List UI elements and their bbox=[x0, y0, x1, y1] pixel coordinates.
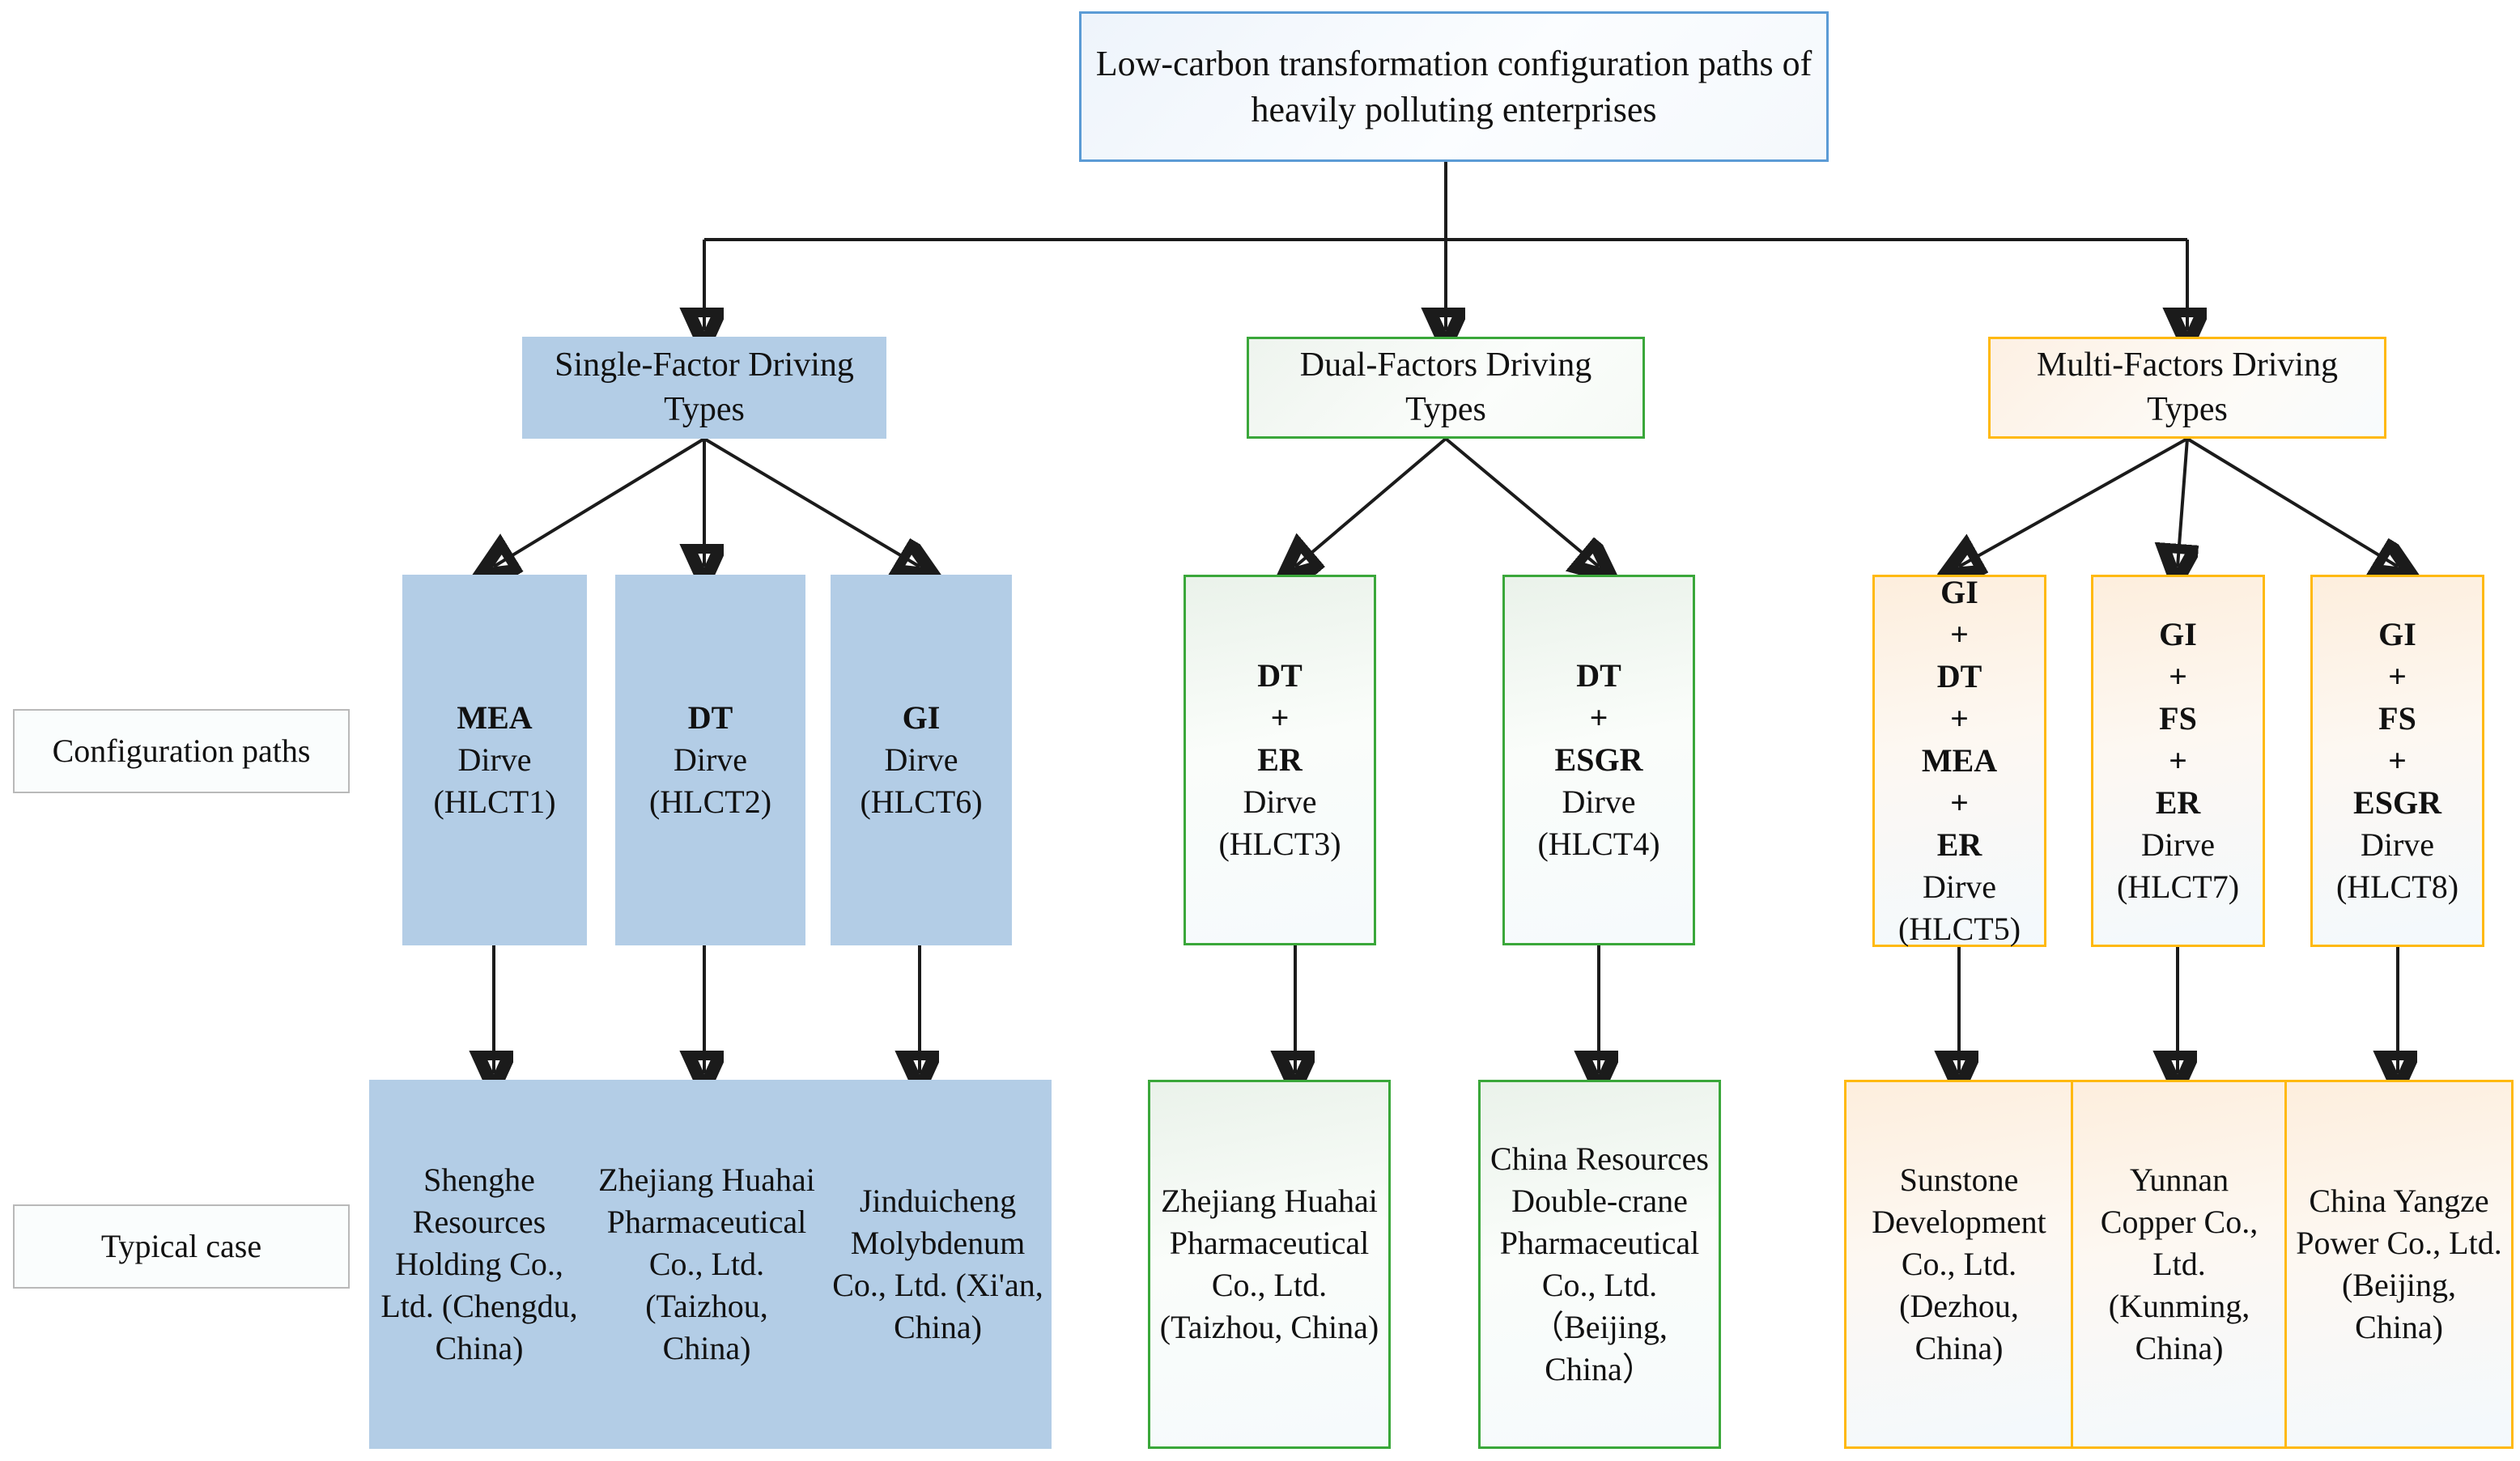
case-box-shenghe[interactable]: Shenghe Resources Holding Co., Ltd. (Che… bbox=[369, 1080, 589, 1449]
path-box-hlct1[interactable]: MEA Dirve (HLCT1) bbox=[402, 575, 587, 945]
path-box-hlct4-text: DT+ESGR Dirve (HLCT4) bbox=[1505, 655, 1693, 865]
row-label-typical-case-text: Typical case bbox=[100, 1228, 262, 1264]
path-box-hlct2-text: DT Dirve (HLCT2) bbox=[615, 697, 805, 823]
path-hlct7-factors: GI+FS+ER bbox=[2155, 616, 2201, 821]
link-multi-2 bbox=[2178, 438, 2187, 567]
path-box-hlct4[interactable]: DT+ESGR Dirve (HLCT4) bbox=[1502, 575, 1695, 945]
case-box-china-yangze-text: China Yangze Power Co., Ltd. (Beijing, C… bbox=[2296, 1183, 2502, 1345]
group-header-single-factor-label: Single-Factor Driving Types bbox=[555, 346, 854, 428]
case-box-jinduicheng-text: Jinduicheng Molybdenum Co., Ltd. (Xi'an,… bbox=[832, 1183, 1043, 1345]
link-dual-1 bbox=[1295, 437, 1447, 567]
link-multi-1 bbox=[1959, 437, 2188, 567]
path-hlct5-code: (HLCT5) bbox=[1897, 911, 2021, 947]
root-title-text: Low-carbon transformation configuration … bbox=[1095, 43, 1812, 130]
path-hlct4-code: (HLCT4) bbox=[1537, 826, 1660, 862]
path-box-hlct5[interactable]: GI+DT+MEA+ER Dirve (HLCT5) bbox=[1872, 574, 2046, 947]
group-header-multi-factors[interactable]: Multi-Factors Driving Types bbox=[1988, 337, 2386, 439]
path-hlct2-code: (HLCT2) bbox=[648, 784, 772, 820]
case-box-jinduicheng[interactable]: Jinduicheng Molybdenum Co., Ltd. (Xi'an,… bbox=[824, 1080, 1052, 1449]
path-hlct6-drive: Dirve bbox=[884, 741, 958, 778]
path-hlct1-code: (HLCT1) bbox=[433, 784, 556, 820]
case-box-yunnan-copper-text: Yunnan Copper Co., Ltd. (Kunming, China) bbox=[2100, 1162, 2259, 1366]
path-hlct6-factors: GI bbox=[902, 699, 941, 736]
row-label-configuration-paths: Configuration paths bbox=[13, 709, 350, 793]
case-box-zhejiang-huahai-blue-text: Zhejiang Huahai Pharmaceutical Co., Ltd.… bbox=[598, 1162, 815, 1366]
path-hlct2-drive: Dirve bbox=[673, 741, 748, 778]
path-box-hlct8[interactable]: GI+FS+ESGR Dirve (HLCT8) bbox=[2310, 575, 2484, 947]
path-box-hlct6-text: GI Dirve (HLCT6) bbox=[831, 697, 1012, 823]
path-hlct1-drive: Dirve bbox=[457, 741, 532, 778]
case-box-china-resources-text: China Resources Double-crane Pharmaceuti… bbox=[1490, 1140, 1709, 1387]
case-box-shenghe-text: Shenghe Resources Holding Co., Ltd. (Che… bbox=[380, 1162, 578, 1366]
case-box-zhejiang-huahai-green-text: Zhejiang Huahai Pharmaceutical Co., Ltd.… bbox=[1159, 1183, 1379, 1345]
path-hlct3-factors: DT+ER bbox=[1257, 657, 1302, 778]
group-header-multi-factors-label: Multi-Factors Driving Types bbox=[2036, 346, 2339, 428]
path-hlct7-drive: Dirve bbox=[2140, 826, 2216, 863]
path-hlct6-code: (HLCT6) bbox=[860, 784, 983, 820]
path-box-hlct3-text: DT+ER Dirve (HLCT3) bbox=[1186, 655, 1374, 865]
link-multi-3 bbox=[2186, 437, 2398, 567]
row-label-typical-case: Typical case bbox=[13, 1204, 350, 1289]
group-header-dual-factors-label: Dual-Factors Driving Types bbox=[1299, 346, 1592, 428]
path-box-hlct6[interactable]: GI Dirve (HLCT6) bbox=[831, 575, 1012, 945]
path-box-hlct5-text: GI+DT+MEA+ER Dirve (HLCT5) bbox=[1875, 571, 2044, 950]
path-box-hlct2[interactable]: DT Dirve (HLCT2) bbox=[615, 575, 805, 945]
row-label-configuration-paths-text: Configuration paths bbox=[52, 733, 311, 769]
path-hlct4-drive: Dirve bbox=[1562, 784, 1636, 820]
path-hlct3-drive: Dirve bbox=[1243, 784, 1317, 820]
path-hlct5-factors: GI+DT+MEA+ER bbox=[1921, 574, 1998, 863]
link-single-1 bbox=[494, 437, 706, 567]
case-box-yunnan-copper[interactable]: Yunnan Copper Co., Ltd. (Kunming, China) bbox=[2071, 1080, 2288, 1449]
link-single-3 bbox=[703, 437, 920, 567]
path-hlct1-factors: MEA bbox=[457, 699, 533, 736]
path-box-hlct7-text: GI+FS+ER Dirve (HLCT7) bbox=[2093, 614, 2263, 908]
link-dual-2 bbox=[1444, 437, 1599, 567]
case-box-zhejiang-huahai-blue[interactable]: Zhejiang Huahai Pharmaceutical Co., Ltd.… bbox=[589, 1080, 824, 1449]
case-box-sunstone[interactable]: Sunstone Development Co., Ltd. (Dezhou, … bbox=[1844, 1080, 2074, 1449]
root-title-box: Low-carbon transformation configuration … bbox=[1079, 11, 1829, 162]
path-hlct2-factors: DT bbox=[687, 699, 733, 736]
case-box-sunstone-text: Sunstone Development Co., Ltd. (Dezhou, … bbox=[1872, 1162, 2046, 1366]
path-box-hlct1-text: MEA Dirve (HLCT1) bbox=[402, 697, 587, 823]
case-box-zhejiang-huahai-green[interactable]: Zhejiang Huahai Pharmaceutical Co., Ltd.… bbox=[1148, 1080, 1391, 1449]
path-hlct7-code: (HLCT7) bbox=[2116, 869, 2240, 905]
path-box-hlct3[interactable]: DT+ER Dirve (HLCT3) bbox=[1184, 575, 1376, 945]
path-hlct4-factors: DT+ESGR bbox=[1554, 657, 1643, 778]
path-hlct3-code: (HLCT3) bbox=[1218, 826, 1341, 862]
path-box-hlct7[interactable]: GI+FS+ER Dirve (HLCT7) bbox=[2091, 575, 2265, 947]
case-box-china-resources[interactable]: China Resources Double-crane Pharmaceuti… bbox=[1478, 1080, 1721, 1449]
path-hlct8-drive: Dirve bbox=[2360, 826, 2435, 863]
path-hlct8-code: (HLCT8) bbox=[2335, 869, 2459, 905]
group-header-dual-factors[interactable]: Dual-Factors Driving Types bbox=[1247, 337, 1645, 439]
group-header-single-factor[interactable]: Single-Factor Driving Types bbox=[522, 337, 886, 439]
path-hlct5-drive: Dirve bbox=[1922, 869, 1997, 905]
path-hlct8-factors: GI+FS+ESGR bbox=[2353, 616, 2441, 821]
case-box-china-yangze[interactable]: China Yangze Power Co., Ltd. (Beijing, C… bbox=[2284, 1080, 2514, 1449]
path-box-hlct8-text: GI+FS+ESGR Dirve (HLCT8) bbox=[2313, 614, 2482, 908]
